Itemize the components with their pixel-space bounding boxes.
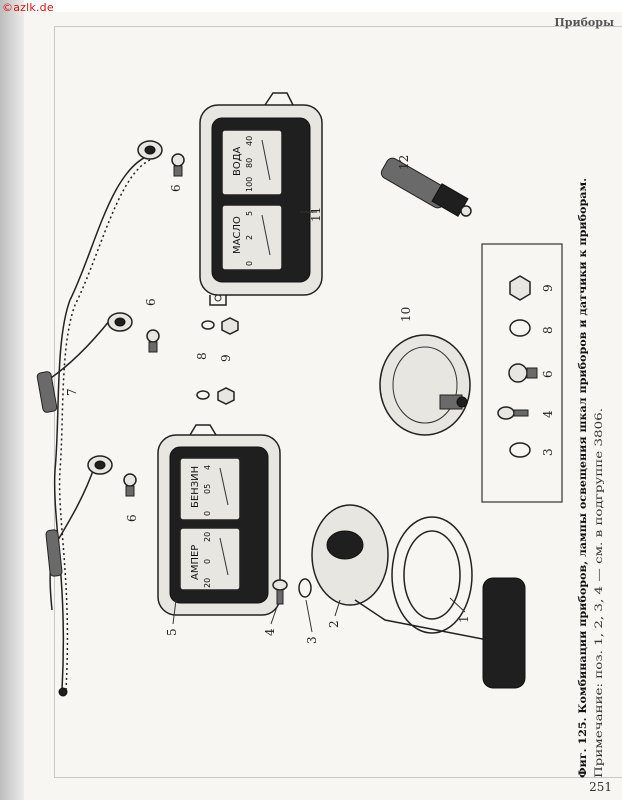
callout-10: 10: [399, 307, 413, 322]
inset-callout-4: 4: [541, 410, 555, 418]
instrument-lamp: [146, 329, 160, 353]
mounting-screw: [272, 579, 288, 605]
lamp-socket: [87, 455, 113, 475]
harness-sleeve: [45, 529, 63, 577]
spring-washer: [298, 578, 312, 598]
screw: [497, 406, 529, 420]
page-number: 251: [589, 780, 612, 794]
callout-1: 1: [457, 615, 471, 623]
temp-label: ВОДА: [232, 146, 243, 176]
leader-line: [305, 599, 313, 633]
wire-terminal: [58, 687, 68, 697]
leader-line: [334, 599, 341, 617]
callout-6b: 6: [144, 298, 158, 306]
temp-scale-mark: 80: [245, 158, 254, 168]
temp-scale-mark: 40: [245, 136, 254, 146]
callout-7: 7: [65, 388, 79, 396]
leader-line: [172, 599, 177, 625]
figure-note: Примечание: поз. 1, 2, 3, 4 — см. в подг…: [593, 408, 605, 778]
fuel-scale-mark: 4: [203, 465, 212, 470]
nut: [221, 317, 239, 335]
ammeter-scale-mark: 20: [203, 532, 212, 542]
leader-line: [270, 603, 279, 625]
nut: [509, 275, 531, 301]
gauge-face-labels: ВОДА 100 80 40 МАСЛО 0 2 5 БЕНЗИН 0 05 4…: [190, 136, 254, 588]
callout-11: 11: [309, 207, 323, 222]
leader-line: [449, 597, 466, 613]
washer: [196, 390, 210, 400]
inset-callout-9: 9: [541, 284, 555, 292]
inset-callout-3: 3: [541, 448, 555, 456]
lamp-socket: [137, 140, 163, 160]
oil-gauge-face: [221, 204, 283, 271]
callout-6c: 6: [125, 514, 139, 522]
washer: [201, 320, 215, 330]
callout-12: 12: [397, 155, 411, 170]
callouts: 1 2 3 4 5 6 6 6 7 8 9 10 11 12 9 8 6 4 3: [65, 155, 555, 644]
callout-8: 8: [195, 352, 209, 360]
oil-scale-mark: 5: [245, 211, 254, 216]
lamp: [508, 363, 538, 383]
callout-4: 4: [263, 628, 277, 636]
fuel-ammeter-cluster: [157, 424, 281, 616]
harness-sleeve: [36, 371, 58, 413]
fuel-label: БЕНЗИН: [190, 466, 201, 508]
callout-5: 5: [165, 628, 179, 636]
washer: [509, 442, 531, 458]
temp-scale-mark: 100: [245, 177, 254, 192]
running-head: Приборы: [554, 16, 614, 29]
callout-9: 9: [219, 354, 233, 362]
fuel-gauge-face: [179, 457, 241, 521]
fuel-scale-mark: 05: [203, 484, 212, 494]
inset-callout-6: 6: [541, 370, 555, 378]
parts-inset: [481, 243, 563, 503]
figure-caption: Фиг. 125. Комбинации приборов, лампы осв…: [577, 178, 589, 778]
oil-scale-mark: 0: [245, 261, 254, 266]
nut: [217, 387, 235, 405]
oil-pressure-sender: [379, 334, 471, 436]
temp-gauge-face: [221, 129, 283, 196]
fuel-scale-mark: 0: [203, 511, 212, 516]
wiring-harness: [36, 154, 151, 697]
oil-label: МАСЛО: [232, 216, 243, 254]
temp-sender: [380, 157, 472, 217]
oil-scale-mark: 2: [245, 235, 254, 240]
ammeter-scale-mark: 0: [203, 559, 212, 564]
gasket: [391, 516, 473, 634]
ammeter-face: [179, 527, 241, 591]
watermark: ©azlk.de: [2, 1, 54, 14]
oil-temp-cluster: [199, 92, 323, 306]
scan-edge: [0, 0, 24, 800]
fuel-tank-sender: [311, 504, 526, 689]
ammeter-scale-mark: 20: [203, 578, 212, 588]
inset-callout-8: 8: [541, 326, 555, 334]
fuel-float: [482, 577, 526, 689]
lamp-socket: [107, 312, 133, 332]
callout-2: 2: [327, 620, 341, 628]
callout-6a: 6: [169, 184, 183, 192]
callout-3: 3: [305, 636, 319, 644]
ammeter-label: АМПЕР: [190, 545, 201, 580]
instrument-lamp: [171, 153, 185, 177]
lock-washer: [509, 319, 531, 337]
instrument-lamp: [123, 473, 137, 497]
